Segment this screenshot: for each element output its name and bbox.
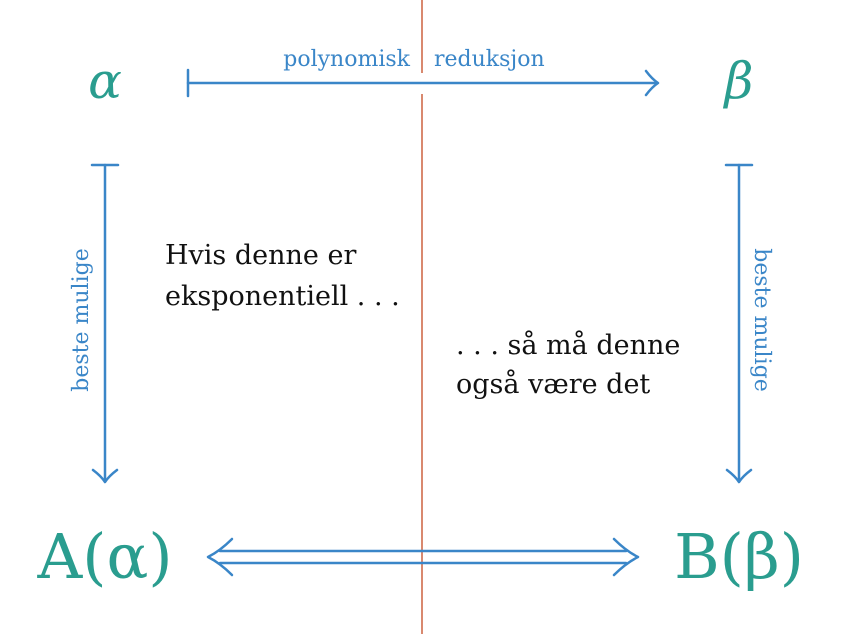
label-right-beste-mulige: beste mulige (749, 248, 774, 391)
text-left-line2: eksponentiell . . . (165, 281, 400, 312)
right-best-arrow (724, 163, 754, 484)
text-right-line2: også være det (456, 368, 650, 400)
label-polynomisk: polynomisk (283, 47, 410, 72)
equivalence-double-arrow (206, 537, 640, 577)
node-b-of-beta: B(β) (674, 520, 804, 593)
text-right-line1: . . . så må denne (456, 329, 680, 361)
node-alpha: α (88, 52, 122, 110)
left-best-arrow (90, 163, 120, 484)
text-left-line1: Hvis denne er (165, 240, 356, 271)
node-beta: β (723, 52, 754, 110)
node-a-of-alpha: A(α) (36, 520, 172, 593)
label-left-beste-mulige: beste mulige (69, 248, 94, 391)
label-reduksjon: reduksjon (434, 47, 545, 72)
polynomial-reduction-arrow (186, 68, 660, 98)
